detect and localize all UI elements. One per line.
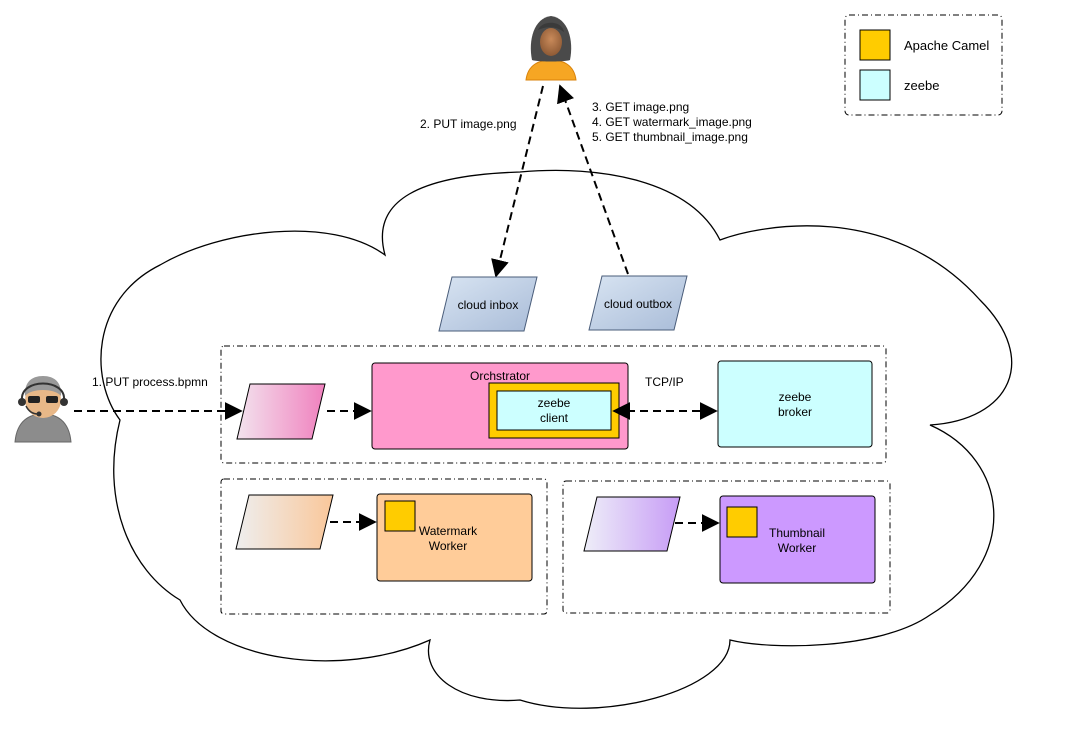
watermark-queue [235,494,334,550]
put-image-arrow [491,85,544,278]
operator-headset-icon [14,376,72,443]
watermark-worker-line2: Worker [429,539,467,553]
thumbnail-worker-box [719,495,876,584]
thumbnail-camel-icon [726,506,758,538]
legend-swatch-camel [859,29,891,61]
cloud-inbox-label: cloud inbox [458,298,519,312]
zeebe-broker-box [717,360,873,448]
legend-swatch-zeebe [859,69,891,101]
orchestrator-queue [236,383,326,440]
woman-user-icon [525,16,577,81]
zeebe-client-box [496,390,612,431]
watermark-worker-line1: Watermark [419,524,478,538]
get-watermark-label: 4. GET watermark_image.png [592,115,752,129]
put-process-label: 1. PUT process.bpmn [92,375,208,389]
legend-label-camel: Apache Camel [904,38,989,53]
zeebe-client-line1: zeebe [538,396,571,410]
get-image-label: 3. GET image.png [592,100,689,114]
zeebe-client-line2: client [540,411,569,425]
thumbnail-worker-line1: Thumbnail [769,526,825,540]
put-image-label: 2. PUT image.png [420,117,517,131]
legend-label-zeebe: zeebe [904,78,939,93]
orchestrator-title: Orchstrator [470,369,530,383]
cloud-inbox-queue [438,276,538,332]
watermark-camel-icon [384,500,416,532]
cloud-outbox-label: cloud outbox [604,297,672,311]
zeebe-broker-line2: broker [778,405,812,419]
thumbnail-worker-line2: Worker [778,541,816,555]
tcp-ip-label: TCP/IP [645,375,684,389]
watermark-worker-box [376,493,533,582]
zeebe-broker-line1: zeebe [779,390,812,404]
get-thumbnail-label: 5. GET thumbnail_image.png [592,130,748,144]
get-images-arrow [557,84,629,275]
thumbnail-queue [583,496,681,552]
cloud-outbox-queue [588,275,688,331]
